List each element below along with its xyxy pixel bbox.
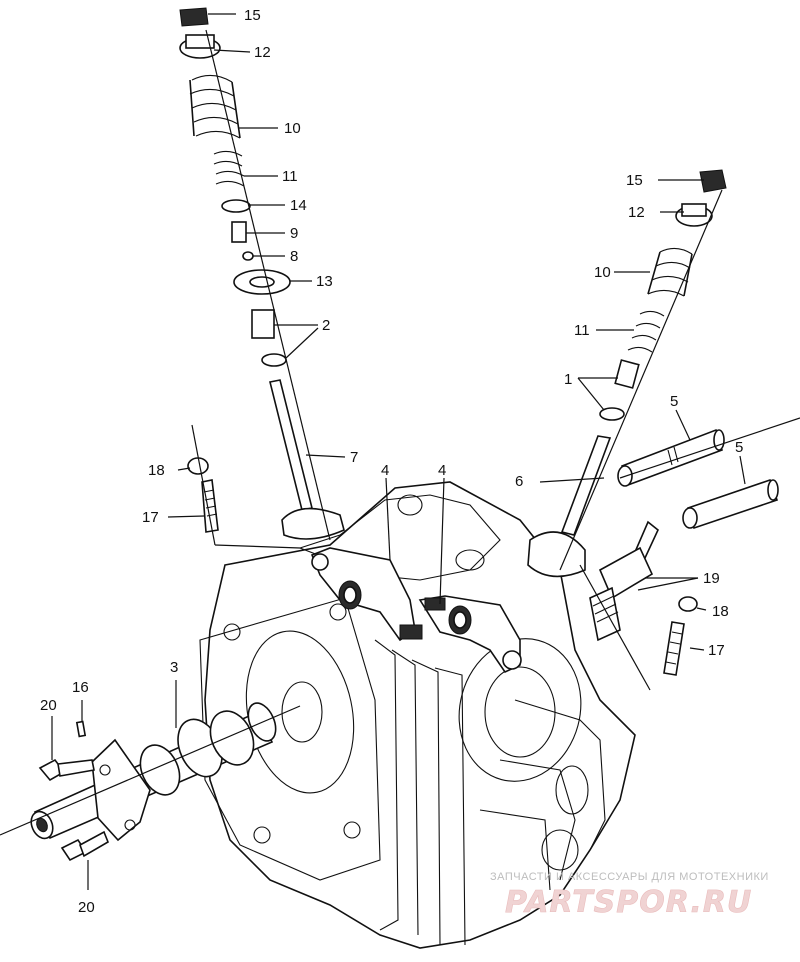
callout-1: 1 [564, 371, 572, 388]
right-valve-assembly [527, 169, 727, 578]
callout-12-right: 12 [628, 204, 645, 221]
rocker-shaft-lower [682, 478, 779, 530]
camshaft-flange-bolt-lower [60, 830, 109, 862]
callout-7: 7 [350, 449, 358, 466]
watermark-caption: ЗАПЧАСТИ И АКСЕССУАРЫ ДЛЯ МОТОТЕХНИКИ [490, 871, 769, 883]
callout-17-left: 17 [142, 509, 159, 526]
rocker-shaft-upper [617, 428, 725, 487]
callout-10-left: 10 [284, 120, 301, 137]
leader-lines [51, 13, 746, 890]
callout-13: 13 [316, 273, 333, 290]
callout-19: 19 [703, 570, 720, 587]
callout-14: 14 [290, 197, 307, 214]
callout-4-right: 4 [438, 462, 446, 479]
callout-18-left: 18 [148, 462, 165, 479]
spark-plug [589, 520, 659, 642]
rocker-arm-right [418, 595, 522, 674]
callout-16: 16 [72, 679, 89, 696]
callout-labels: 15 12 10 11 14 9 8 13 2 7 4 4 6 5 5 15 1… [40, 7, 743, 916]
callout-9: 9 [290, 225, 298, 242]
camshaft [0, 702, 301, 842]
callout-8: 8 [290, 248, 298, 265]
callout-15-left: 15 [244, 7, 261, 24]
rocker-spring-right [663, 596, 698, 676]
callout-6: 6 [515, 473, 523, 490]
callout-18-right: 18 [712, 603, 729, 620]
rocker-arm-left [310, 547, 423, 642]
watermark: ЗАПЧАСТИ И АКСЕССУАРЫ ДЛЯ МОТОТЕХНИКИ PA… [490, 871, 769, 920]
callout-20-lower: 20 [78, 899, 95, 916]
callout-12-left: 12 [254, 44, 271, 61]
cylinder-head [199, 481, 636, 949]
callout-3: 3 [170, 659, 178, 676]
rocker-spring-left [187, 457, 219, 533]
callout-17-right: 17 [708, 642, 725, 659]
callout-10-right: 10 [594, 264, 611, 281]
callout-5-lower: 5 [735, 439, 743, 456]
callout-11-right: 11 [574, 322, 590, 339]
callout-20-upper: 20 [40, 697, 57, 714]
callout-4-left: 4 [381, 462, 389, 479]
callout-5-upper: 5 [670, 393, 678, 410]
camshaft-flange-bolt-upper [38, 758, 95, 782]
callout-15-right: 15 [626, 172, 643, 189]
watermark-logo: PARTSPOR.RU [505, 885, 752, 920]
callout-2: 2 [322, 317, 330, 334]
dowel-pin [75, 720, 87, 738]
callout-11-left: 11 [282, 168, 298, 185]
